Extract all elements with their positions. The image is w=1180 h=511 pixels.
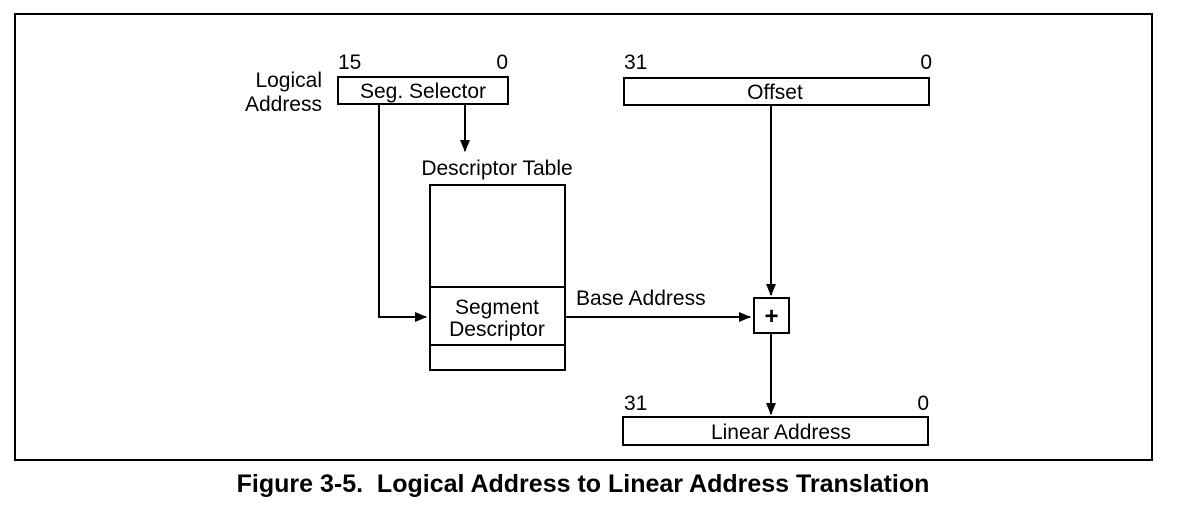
seg-selector-box [337,76,509,105]
adder-plus-icon: + [764,303,778,330]
figure-caption: Figure 3-5. Logical Address to Linear Ad… [236,470,930,498]
descriptor-table-box [429,184,566,371]
seg-selector-bit-low: 0 [496,51,508,74]
segment-descriptor-label-line1: Segment [455,296,539,319]
offset-box [623,77,930,106]
linear-address-bit-high: 31 [624,392,647,415]
linear-address-box [622,416,929,446]
descriptor-table-title: Descriptor Table [421,157,572,180]
linear-address-label: Linear Address [711,421,851,444]
offset-bit-low: 0 [920,51,932,74]
linear-address-bit-low: 0 [917,392,929,415]
seg-selector-bit-high: 15 [338,51,361,74]
diagram-frame [14,13,1153,461]
offset-bit-high: 31 [624,51,647,74]
logical-address-label-line2: Address [245,93,322,116]
seg-selector-label: Seg. Selector [360,80,486,103]
offset-label: Offset [747,81,803,104]
logical-address-label-line1: Logical [255,69,322,92]
selector-to-descriptor-arrow [378,104,427,322]
adder-box [753,297,790,334]
base-address-label: Base Address [576,287,706,310]
segment-descriptor-label-line2: Descriptor [449,318,545,341]
